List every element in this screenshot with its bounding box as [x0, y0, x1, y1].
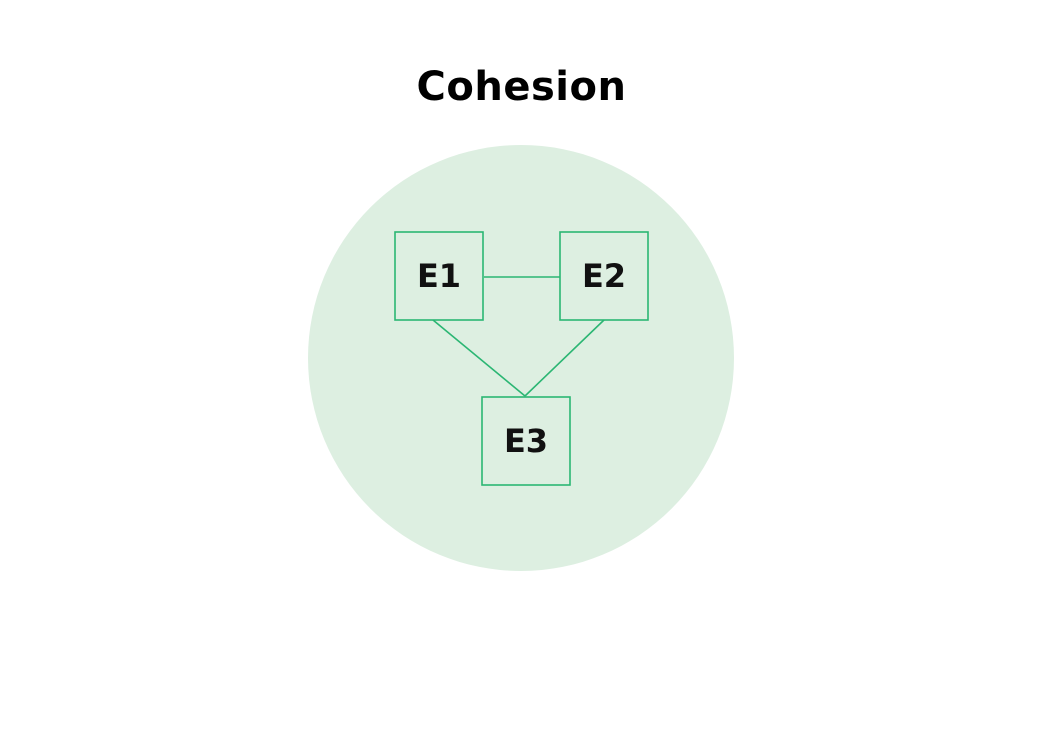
node-e3: E3 — [481, 396, 571, 486]
node-e2-box — [559, 231, 649, 321]
node-e1-box — [394, 231, 484, 321]
edge-e1-e3 — [432, 319, 526, 397]
node-e2: E2 — [559, 231, 649, 321]
node-e1-label: E1 — [417, 257, 461, 295]
node-e3-box — [481, 396, 571, 486]
cohesion-circle — [308, 145, 734, 571]
node-e2-label: E2 — [582, 257, 626, 295]
node-e3-label: E3 — [504, 422, 548, 460]
diagram-title: Cohesion — [416, 64, 627, 110]
edge-e2-e3 — [524, 319, 605, 397]
node-e1: E1 — [394, 231, 484, 321]
